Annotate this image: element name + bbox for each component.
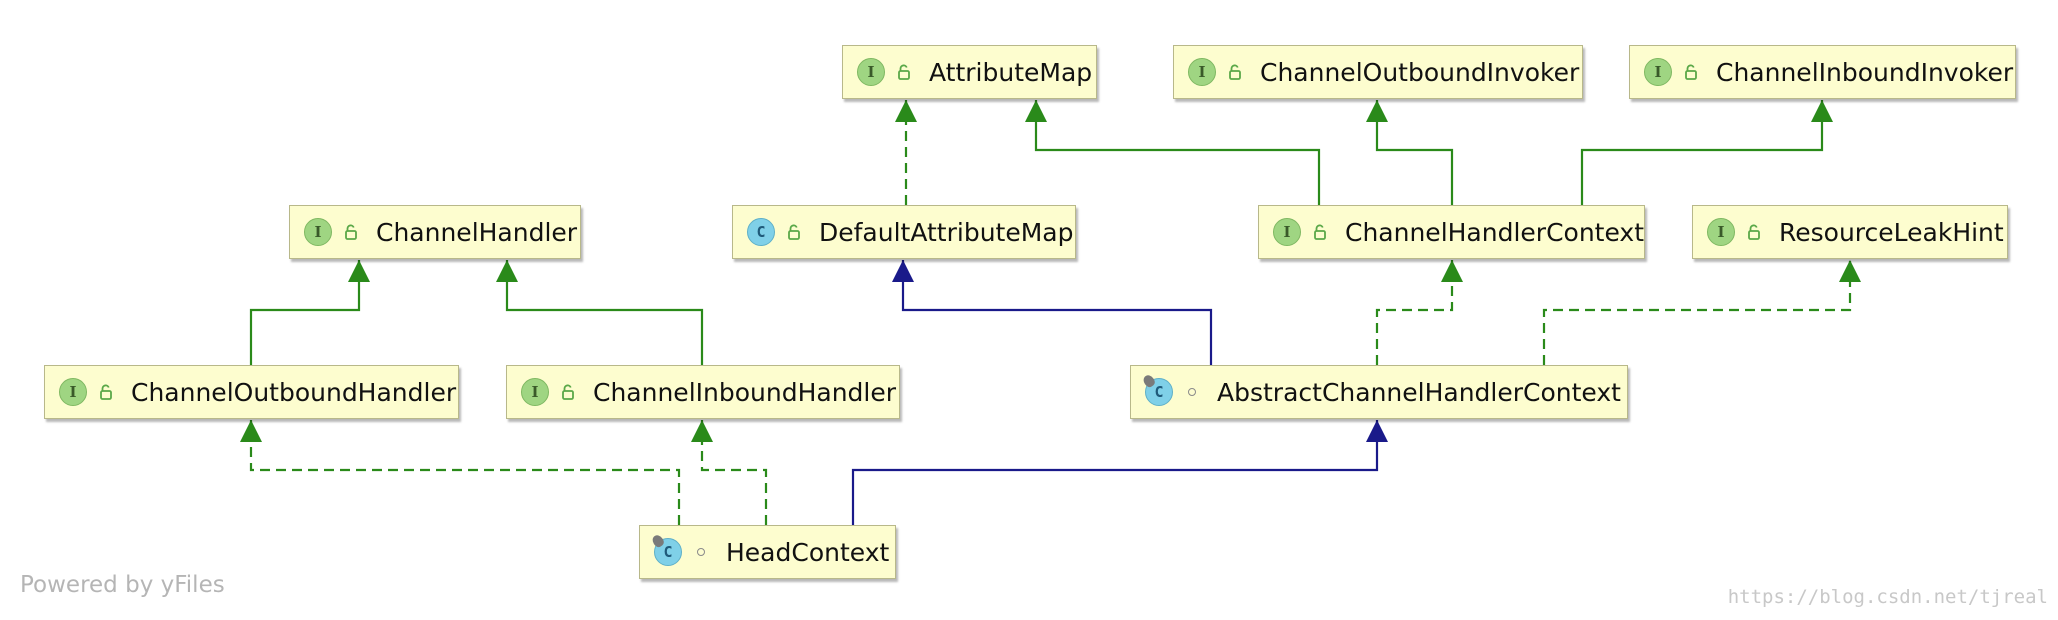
public-lock-icon [783, 224, 805, 240]
class-node-label: DefaultAttributeMap [819, 217, 1074, 247]
edge-AbstractChannelHandlerContext-to-DefaultAttributeMap [892, 260, 1213, 365]
edge-HeadContext-to-ChannelOutboundHandler [240, 420, 681, 525]
class-node-label: ChannelInboundHandler [593, 377, 897, 407]
class-node-AbstractChannelHandlerContext[interactable]: C AbstractChannelHandlerContext [1130, 365, 1628, 419]
edge-DefaultAttributeMap-to-AttributeMap [895, 100, 917, 205]
edge-HeadContext-to-AbstractChannelHandlerContext [851, 420, 1388, 525]
arrowhead [240, 420, 262, 442]
public-lock-icon [340, 224, 362, 240]
class-node-label: AttributeMap [929, 57, 1093, 87]
edge-ChannelOutboundHandler-to-ChannelHandler [249, 260, 370, 365]
interface-icon: I [304, 218, 332, 246]
class-node-label: ChannelOutboundHandler [131, 377, 457, 407]
arrowhead [1441, 260, 1463, 282]
arrowhead [1366, 100, 1388, 122]
powered-by-label: Powered by yFiles [20, 572, 225, 598]
interface-icon: I [1273, 218, 1301, 246]
abstract-class-icon: C [1141, 373, 1173, 406]
class-node-ChannelHandler[interactable]: I ChannelHandler [289, 205, 581, 259]
public-lock-icon [1743, 224, 1765, 240]
class-node-DefaultAttributeMap[interactable]: C DefaultAttributeMap [732, 205, 1076, 259]
class-node-label: ChannelHandlerContext [1345, 217, 1645, 247]
arrowhead [691, 420, 713, 442]
edge-AbstractChannelHandlerContext-to-ResourceLeakHint [1542, 260, 1861, 365]
edge-ChannelInboundHandler-to-ChannelHandler [496, 260, 704, 365]
class-node-HeadContext[interactable]: C HeadContext [639, 525, 896, 579]
edge-ChannelHandlerContext-to-ChannelOutboundInvoker [1366, 100, 1454, 205]
public-lock-icon [1224, 64, 1246, 80]
interface-icon: I [857, 58, 885, 86]
interface-icon: I [1644, 58, 1672, 86]
arrowhead [496, 260, 518, 282]
class-node-label: AbstractChannelHandlerContext [1217, 377, 1621, 407]
edge-ChannelHandlerContext-to-AttributeMap [1025, 100, 1321, 205]
arrowhead [348, 260, 370, 282]
abstract-class-icon: C [650, 533, 682, 566]
class-node-ChannelOutboundInvoker[interactable]: I ChannelOutboundInvoker [1173, 45, 1583, 99]
public-lock-icon [95, 384, 117, 400]
class-node-label: ChannelHandler [376, 217, 578, 247]
class-node-ChannelOutboundHandler[interactable]: I ChannelOutboundHandler [44, 365, 459, 419]
edge-ChannelHandlerContext-to-ChannelInboundInvoker [1580, 100, 1833, 205]
class-node-label: ResourceLeakHint [1779, 217, 2004, 247]
package-dot-icon [690, 548, 712, 556]
arrowhead [1839, 260, 1861, 282]
class-node-label: HeadContext [726, 537, 890, 567]
public-lock-icon [557, 384, 579, 400]
public-lock-icon [1309, 224, 1331, 240]
class-node-AttributeMap[interactable]: I AttributeMap [842, 45, 1097, 99]
class-node-label: ChannelOutboundInvoker [1260, 57, 1580, 87]
package-dot-icon [1181, 388, 1203, 396]
interface-icon: I [59, 378, 87, 406]
arrowhead [892, 260, 914, 282]
class-node-ResourceLeakHint[interactable]: I ResourceLeakHint [1692, 205, 2008, 259]
arrowhead [1366, 420, 1388, 442]
public-lock-icon [1680, 64, 1702, 80]
public-lock-icon [893, 64, 915, 80]
arrowhead [895, 100, 917, 122]
class-node-ChannelHandlerContext[interactable]: I ChannelHandlerContext [1258, 205, 1645, 259]
watermark-url: https://blog.csdn.net/tjreal [1727, 586, 2048, 608]
class-icon: C [747, 218, 775, 246]
arrowhead [1811, 100, 1833, 122]
interface-icon: I [1707, 218, 1735, 246]
interface-icon: I [1188, 58, 1216, 86]
class-node-ChannelInboundHandler[interactable]: I ChannelInboundHandler [506, 365, 900, 419]
class-node-ChannelInboundInvoker[interactable]: I ChannelInboundInvoker [1629, 45, 2016, 99]
interface-icon: I [521, 378, 549, 406]
edge-AbstractChannelHandlerContext-to-ChannelHandlerContext [1375, 260, 1463, 365]
arrowhead [1025, 100, 1047, 122]
edge-HeadContext-to-ChannelInboundHandler [691, 420, 768, 525]
class-node-label: ChannelInboundInvoker [1716, 57, 2014, 87]
